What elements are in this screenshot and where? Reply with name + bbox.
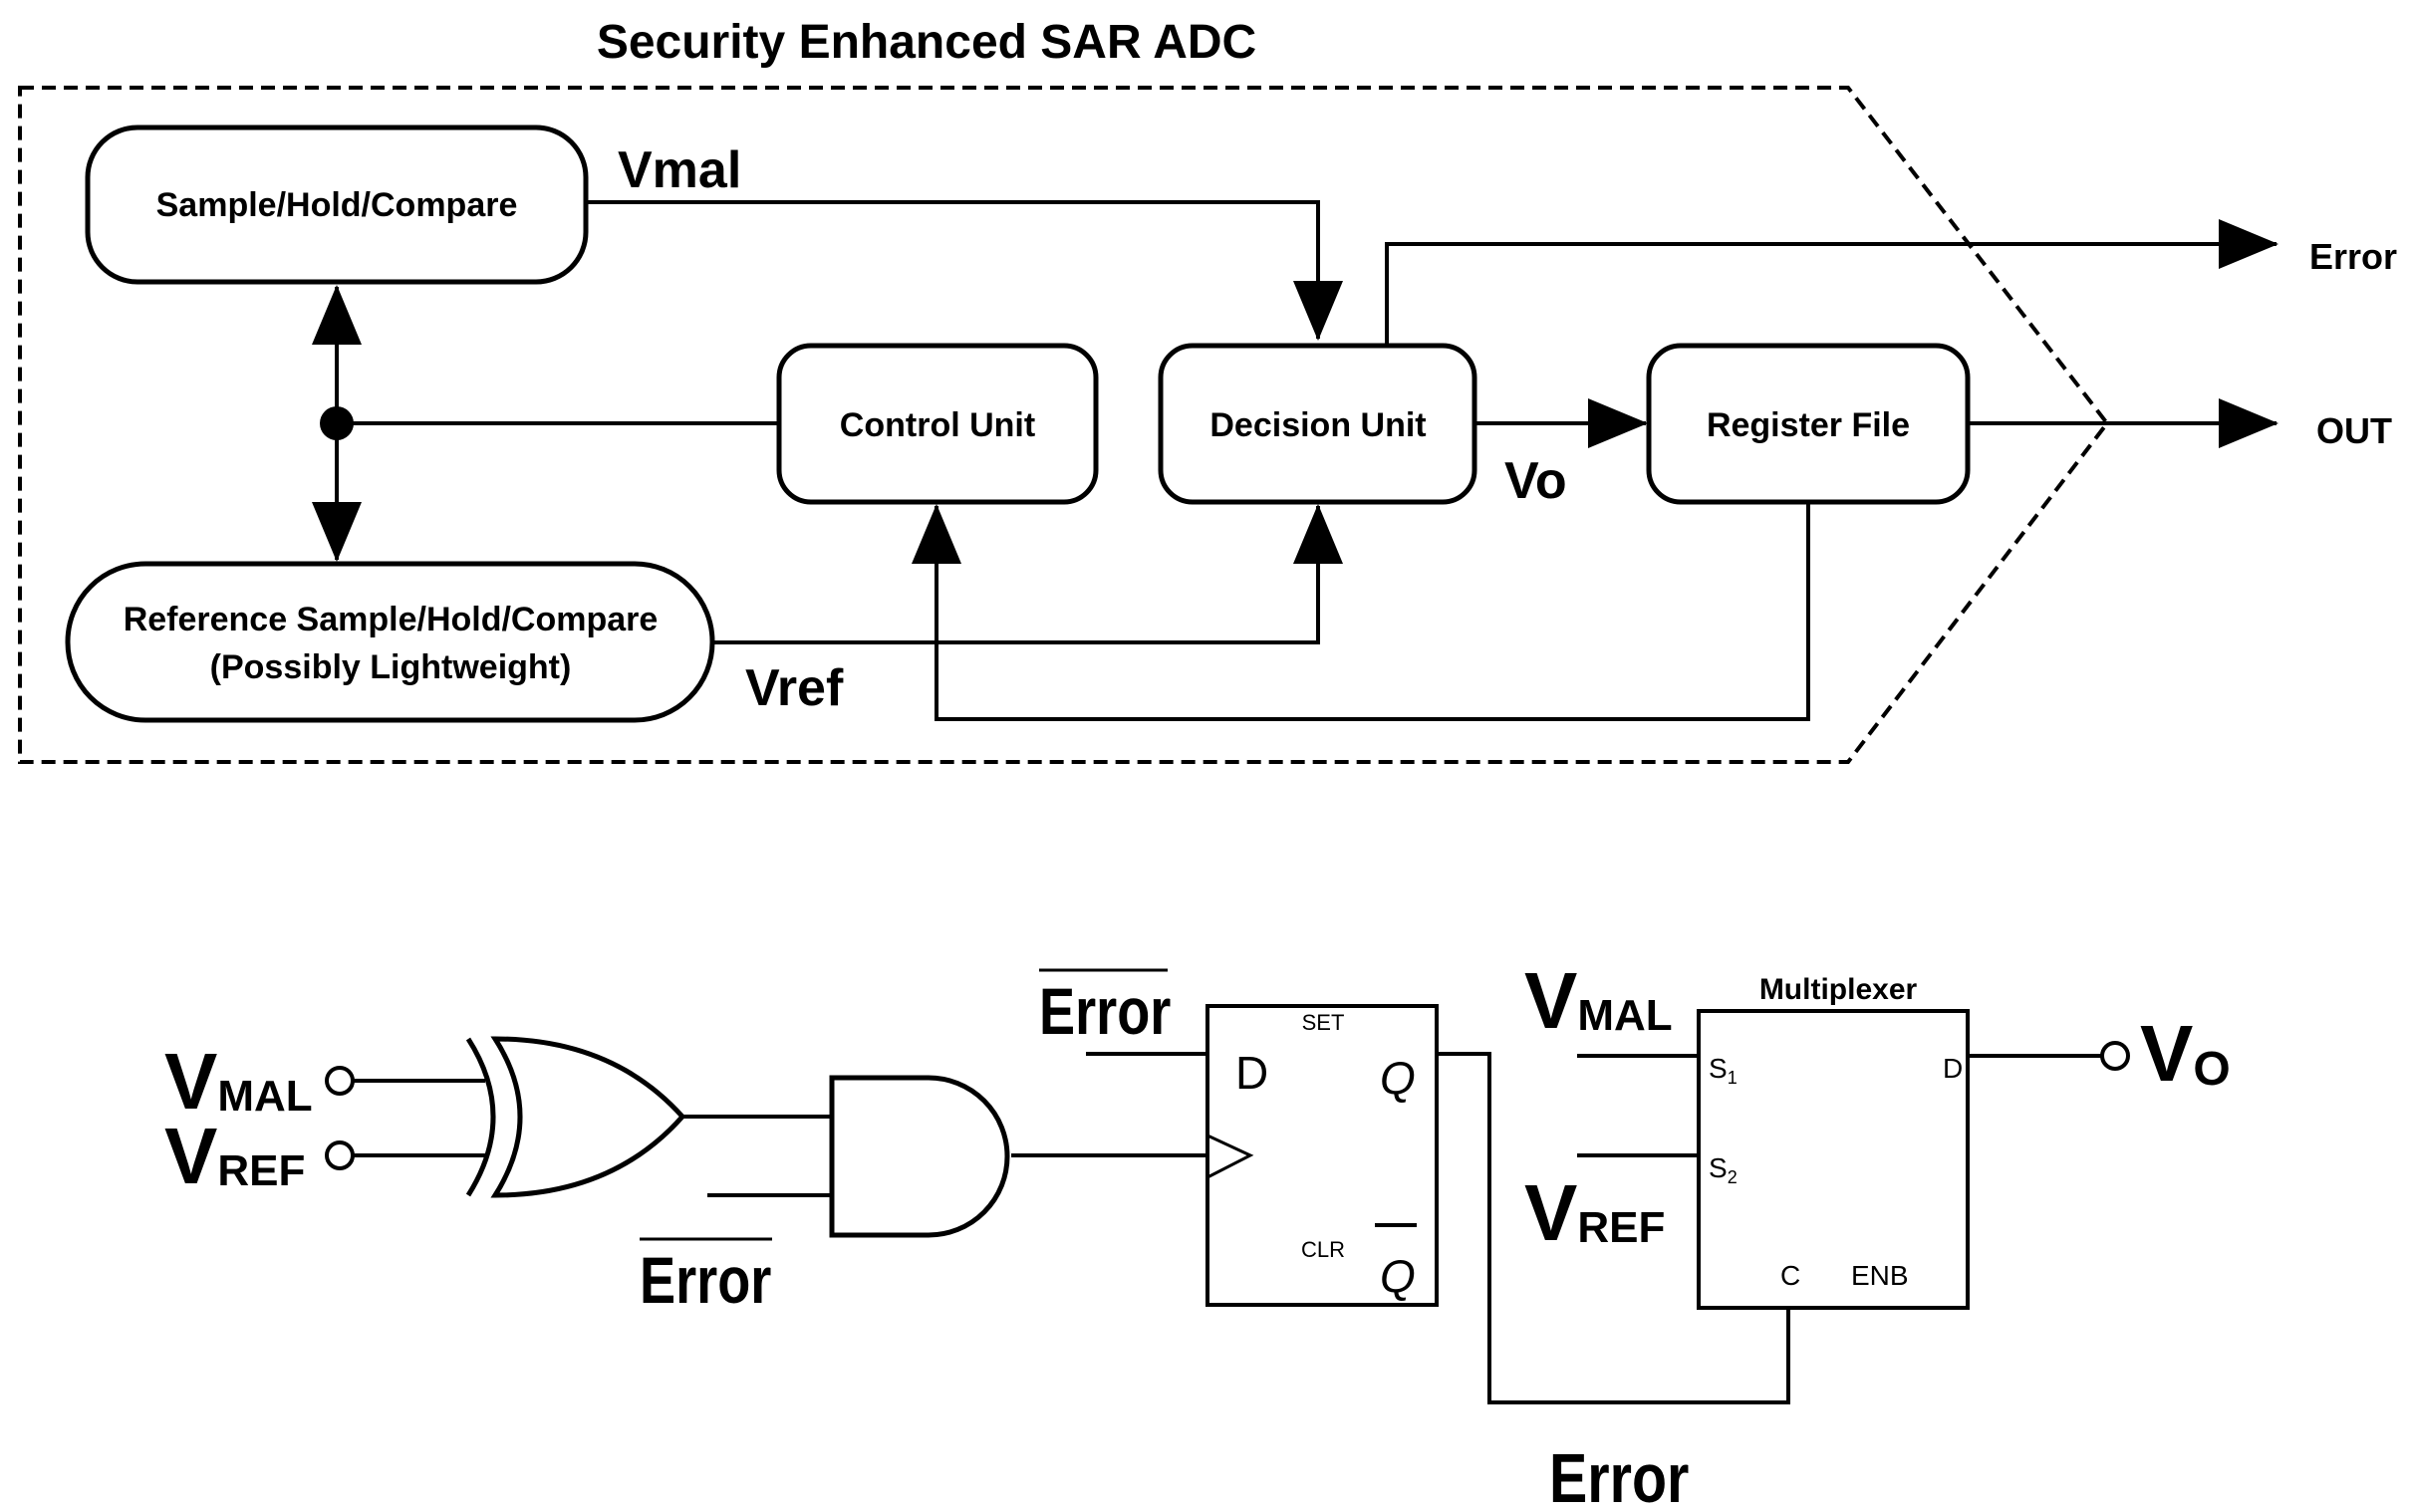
register-file-block: Register File [1646,343,1971,505]
reference-block: Reference Sample/Hold/Compare (Possibly … [65,561,715,723]
circuit-wires [354,1052,2102,1404]
mux-vmal-label: VMAL [1524,956,1673,1045]
and-error-bar-label: Error [640,1243,771,1317]
feedback-wire [912,503,1810,721]
reference-label-line2: (Possibly Lightweight) [210,648,572,686]
decision-unit-label: Decision Unit [1209,406,1426,444]
and-gate [829,1075,1010,1238]
reference-label-line1: Reference Sample/Hold/Compare [124,601,659,638]
vo-output-terminal [2100,1041,2130,1071]
control-unit-label: Control Unit [840,406,1035,444]
error-wire [1385,219,2278,344]
mux-c-label: C [1780,1260,1800,1291]
vo-output-label: VO [2140,1009,2231,1098]
circuit-vmal-label: VMAL [164,1037,313,1126]
vo-label: Vo [1504,452,1567,510]
mux-title: Multiplexer [1759,973,1918,1006]
mux-enb-label: ENB [1851,1260,1909,1291]
q-to-select-wire [1437,1052,1790,1404]
xor-gate [465,1036,686,1198]
out-label: OUT [2316,410,2392,451]
junction-dot [320,406,354,440]
bottom-error-label: Error [1549,1439,1689,1512]
clock-input-symbol [1206,1134,1254,1179]
block-wires [312,200,2278,721]
mux-s2-label: S2 [1709,1152,1738,1187]
mux-d-label: D [1943,1053,1963,1084]
sample-hold-block: Sample/Hold/Compare [85,125,589,285]
circuit-vref-label: VREF [164,1112,305,1200]
decision-unit-block: Decision Unit [1158,343,1477,505]
ff-qbar-label: Q [1380,1250,1416,1302]
vref-label: Vref [745,659,844,717]
mux-s1-label: S1 [1709,1053,1738,1088]
vmal-input-terminal [325,1066,355,1096]
vmal-wire [586,200,1343,341]
vref-wire [712,504,1343,644]
vmal-label: Vmal [618,141,741,199]
security-boundary [18,86,2110,764]
ff-error-bar-label: Error [1039,974,1171,1048]
ff-q-label: Q [1380,1052,1416,1104]
control-unit-block: Control Unit [776,343,1099,505]
ff-d-label: D [1235,1047,1268,1099]
ff-set-label: SET [1302,1010,1345,1035]
d-flip-flop: D Q Q SET CLR [1205,1004,1439,1307]
diagram-title: Security Enhanced SAR ADC [597,16,1256,69]
register-file-label: Register File [1707,406,1910,444]
error-output-label: Error [2309,236,2397,277]
multiplexer: Multiplexer S1 S2 D C ENB [1697,973,1970,1310]
ff-clr-label: CLR [1301,1237,1345,1262]
mux-vref-label: VREF [1524,1168,1665,1257]
vref-input-terminal [325,1140,355,1170]
sample-hold-label: Sample/Hold/Compare [156,186,518,224]
